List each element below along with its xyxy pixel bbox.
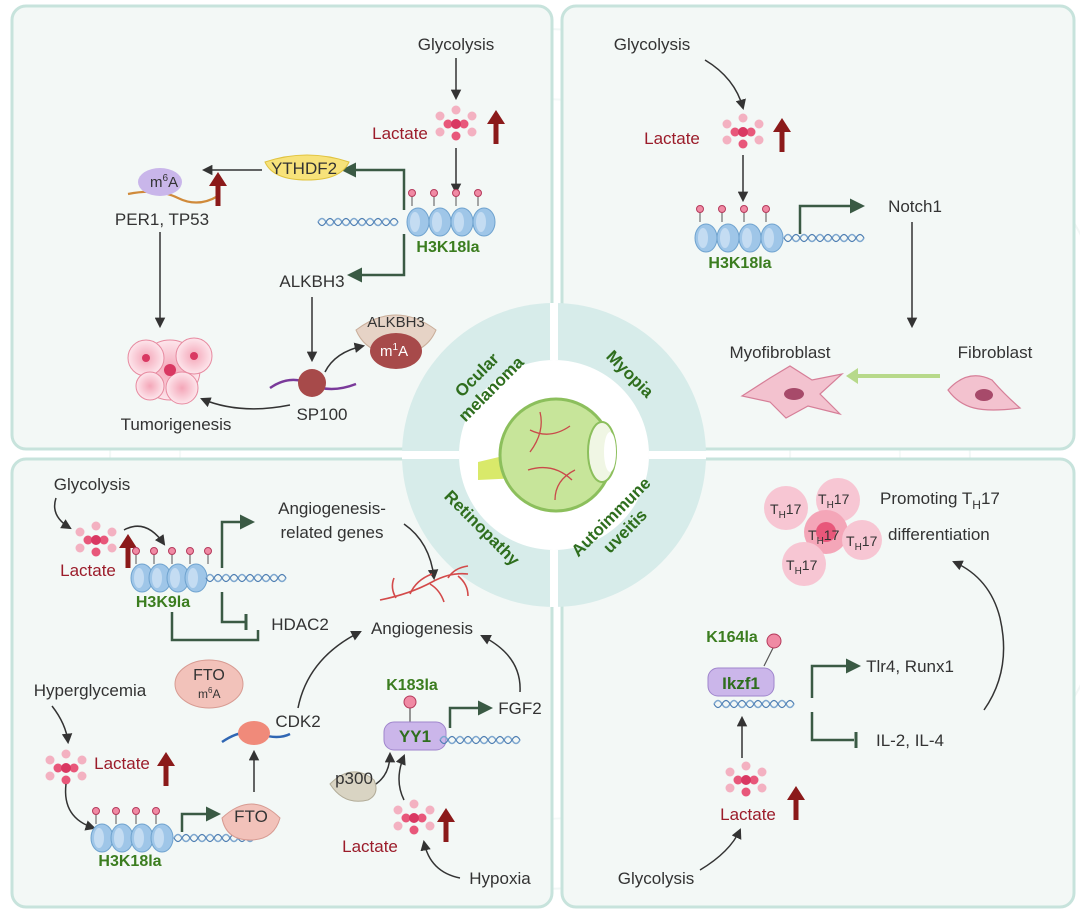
om-m6a: m6A — [150, 173, 178, 191]
my-notch1: Notch1 — [888, 197, 942, 216]
uv-th17-3: TH17 — [808, 527, 840, 547]
uv-lactate: Lactate — [720, 805, 776, 824]
fibroblast-cell-icon — [947, 375, 1022, 411]
rt-fgf2: FGF2 — [498, 699, 541, 718]
om-alkbh3-b: ALKBH3 — [367, 314, 425, 331]
rt-glycolysis: Glycolysis — [54, 475, 131, 494]
uv-promoting: Promoting TH17 — [880, 489, 1000, 512]
om-per1-tp53: PER1, TP53 — [115, 210, 209, 229]
om-h3k18la: H3K18la — [416, 239, 479, 256]
rt-lactate2: Lactate — [94, 754, 150, 773]
rt-yy1: YY1 — [399, 727, 431, 746]
eye-illustration — [478, 397, 617, 513]
rt-hyperglycemia: Hyperglycemia — [34, 681, 147, 700]
om-m1a: m1A — [380, 342, 408, 360]
my-fibroblast: Fibroblast — [958, 343, 1033, 362]
om-ythdf2: YTHDF2 — [271, 159, 337, 178]
my-lactate: Lactate — [644, 129, 700, 148]
uv-tlr4-runx1: Tlr4, Runx1 — [866, 657, 954, 676]
uv-th17-4: TH17 — [846, 533, 878, 553]
om-glycolysis: Glycolysis — [418, 35, 495, 54]
myofibroblast-cell-icon — [740, 365, 845, 419]
uv-th17-2: TH17 — [818, 491, 850, 511]
uv-glycolysis: Glycolysis — [618, 869, 695, 888]
uv-k164la: K164la — [706, 629, 758, 646]
rt-cdk2: CDK2 — [275, 712, 320, 731]
my-h3k18la: H3K18la — [708, 255, 771, 272]
rt-hypoxia: Hypoxia — [469, 869, 531, 888]
rt-fto-top: FTO — [193, 667, 225, 684]
rt-genes-line2: related genes — [280, 523, 383, 542]
my-glycolysis: Glycolysis — [614, 35, 691, 54]
panel-uveitis — [560, 457, 1076, 909]
rt-angiogenesis: Angiogenesis — [371, 619, 473, 638]
om-sp100: SP100 — [296, 405, 347, 424]
rt-lactate: Lactate — [60, 561, 116, 580]
my-myofibroblast: Myofibroblast — [729, 343, 830, 362]
rt-h3k9la: H3K9la — [136, 594, 190, 611]
ocular-melanoma-content: Glycolysis Lactate H3K18la YTHDF2 m6A PE… — [115, 35, 505, 434]
uv-differentiation: differentiation — [888, 525, 990, 544]
myopia-content: Glycolysis Lactate H3K18la Notch1 Myofib… — [614, 35, 1033, 419]
om-tumorigenesis: Tumorigenesis — [121, 415, 232, 434]
retinopathy-content: Glycolysis Lactate H3K9la HDAC2 Angiogen… — [34, 475, 542, 888]
uv-il2-il4: IL-2, IL-4 — [876, 731, 944, 750]
blood-vessel-icon — [379, 565, 469, 603]
rt-h3k18la: H3K18la — [98, 853, 161, 870]
rt-hdac2: HDAC2 — [271, 615, 329, 634]
rt-p300: p300 — [335, 769, 373, 788]
uveitis-content: TH17 TH17 TH17 TH17 TH17 Promoting TH17 … — [618, 478, 1005, 888]
rt-genes-line1: Angiogenesis- — [278, 499, 386, 518]
om-alkbh3: ALKBH3 — [279, 272, 344, 291]
uv-th17-1: TH17 — [770, 501, 802, 521]
rt-k183la: K183la — [386, 677, 438, 694]
uv-ikzf1: Ikzf1 — [722, 674, 760, 693]
uv-th17-5: TH17 — [786, 557, 818, 577]
tumor-icon — [127, 337, 213, 405]
th17-cells-icon — [764, 478, 882, 586]
rt-fto-bottom: FTO — [234, 807, 268, 826]
rt-m6a: m6A — [198, 686, 220, 701]
rt-lactate3: Lactate — [342, 837, 398, 856]
panel-myopia — [560, 4, 1076, 451]
om-lactate: Lactate — [372, 124, 428, 143]
